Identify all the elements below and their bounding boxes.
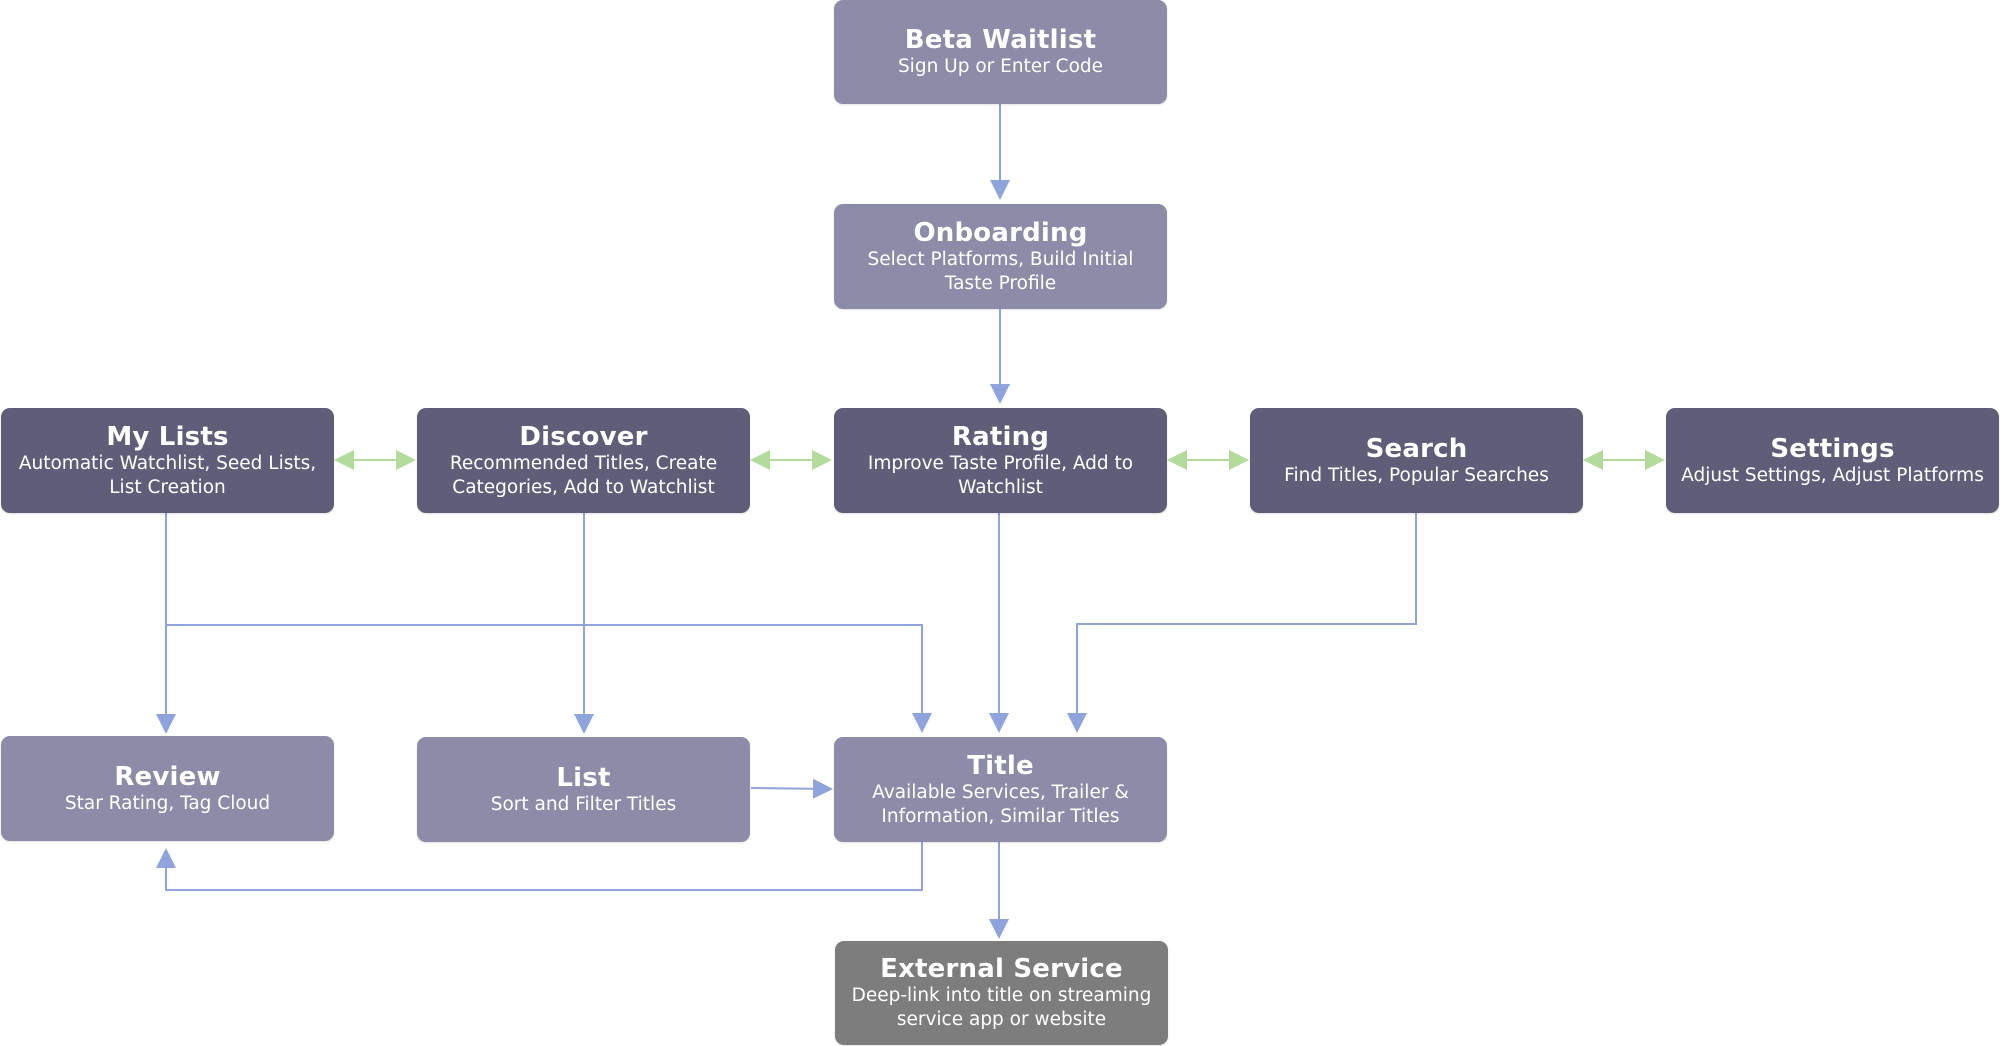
node-list-desc-1: Sort and Filter Titles bbox=[490, 793, 677, 815]
node-onboarding[interactable]: Onboarding Select Platforms, Build Initi… bbox=[834, 204, 1167, 309]
arrow-search-to-title bbox=[1067, 513, 1417, 733]
node-rating[interactable]: Rating Improve Taste Profile, Add to Wat… bbox=[834, 408, 1167, 513]
node-discover-desc-1: Recommended Titles, Create bbox=[449, 452, 718, 474]
node-rating-desc-2: Watchlist bbox=[958, 476, 1043, 498]
node-title[interactable]: Title Available Services, Trailer & Info… bbox=[834, 737, 1167, 842]
node-review-desc-1: Star Rating, Tag Cloud bbox=[64, 792, 271, 814]
node-search-desc-1: Find Titles, Popular Searches bbox=[1284, 464, 1549, 486]
node-my-lists-desc-1: Automatic Watchlist, Seed Lists, bbox=[18, 452, 317, 474]
node-list[interactable]: List Sort and Filter Titles bbox=[417, 737, 750, 842]
node-external-service-desc-1: Deep-link into title on streaming bbox=[851, 985, 1152, 1006]
node-settings-title: Settings bbox=[1770, 433, 1895, 464]
node-rating-desc-1: Improve Taste Profile, Add to bbox=[867, 452, 1134, 474]
node-external-service[interactable]: External Service Deep-link into title on… bbox=[835, 941, 1168, 1045]
node-list-title: List bbox=[556, 762, 611, 793]
arrow-list-to-title bbox=[750, 778, 833, 799]
arrow-title-to-review bbox=[156, 842, 923, 891]
node-external-service-desc-2: service app or website bbox=[896, 1009, 1107, 1030]
node-title-desc-1: Available Services, Trailer & bbox=[872, 781, 1129, 803]
node-beta-waitlist-title: Beta Waitlist bbox=[904, 25, 1097, 55]
node-my-lists-desc-2: List Creation bbox=[109, 476, 226, 498]
node-external-service-title: External Service bbox=[880, 954, 1123, 984]
node-onboarding-title: Onboarding bbox=[913, 217, 1088, 248]
node-discover-desc-2: Categories, Add to Watchlist bbox=[452, 476, 715, 498]
node-my-lists[interactable]: My Lists Automatic Watchlist, Seed Lists… bbox=[1, 408, 334, 513]
node-my-lists-title: My Lists bbox=[106, 421, 229, 452]
node-settings[interactable]: Settings Adjust Settings, Adjust Platfor… bbox=[1666, 408, 1999, 513]
node-review[interactable]: Review Star Rating, Tag Cloud bbox=[1, 736, 334, 841]
node-review-title: Review bbox=[114, 761, 221, 792]
node-onboarding-desc-1: Select Platforms, Build Initial bbox=[867, 248, 1134, 270]
node-title-desc-2: Information, Similar Titles bbox=[881, 805, 1120, 827]
node-search-title: Search bbox=[1365, 433, 1468, 464]
node-rating-title: Rating bbox=[951, 421, 1050, 452]
node-settings-desc-1: Adjust Settings, Adjust Platforms bbox=[1681, 464, 1984, 486]
node-discover-title: Discover bbox=[519, 421, 648, 452]
node-discover[interactable]: Discover Recommended Titles, Create Cate… bbox=[417, 408, 750, 513]
node-beta-waitlist[interactable]: Beta Waitlist Sign Up or Enter Code bbox=[834, 0, 1167, 104]
node-onboarding-desc-2: Taste Profile bbox=[944, 272, 1057, 294]
arrow-mylists-to-title bbox=[166, 624, 932, 733]
node-search[interactable]: Search Find Titles, Popular Searches bbox=[1250, 408, 1583, 513]
node-beta-waitlist-desc-1: Sign Up or Enter Code bbox=[897, 56, 1104, 77]
node-title-title: Title bbox=[967, 750, 1034, 781]
